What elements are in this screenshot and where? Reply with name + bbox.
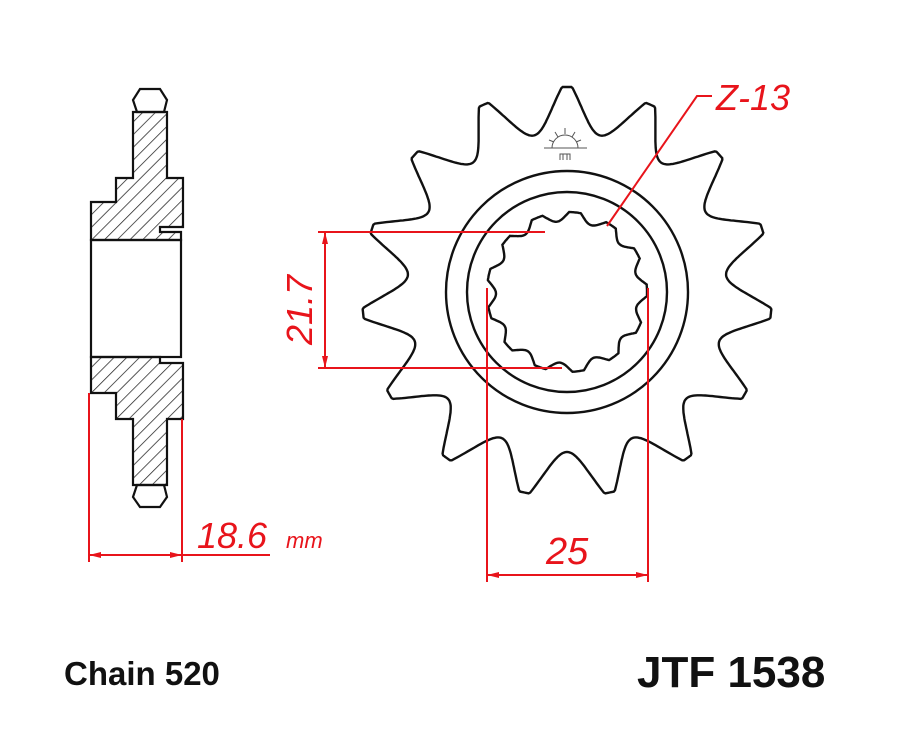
section-top-hatched [89,110,185,242]
teeth-count-leader [606,95,712,227]
tooth-tip-bottom [131,483,169,509]
spline-bore-outline [486,210,649,374]
bore-section [89,238,183,359]
sprocket-teeth-outline [361,85,773,495]
bore-width-value: 25 [545,531,589,573]
chain-size-label: Chain 520 [64,655,220,692]
hub-outer-circle [444,169,690,415]
logo-icon [544,128,587,160]
part-number-label: JTF 1538 [637,648,826,697]
thickness-dimension [88,393,270,562]
teeth-count: Z-13 [715,77,790,118]
section-bottom-hatched [89,355,185,487]
tooth-tip-top [131,87,169,114]
spline-diameter-value: 21.7 [279,273,320,346]
thickness-value: 18.6 [197,515,268,556]
side-section-view [89,87,185,509]
bore-width-dimension [486,288,649,582]
front-view [361,85,773,495]
thickness-unit: mm [286,528,323,553]
hub-inner-circle [465,190,669,394]
spline-diameter-dimension [318,231,562,369]
